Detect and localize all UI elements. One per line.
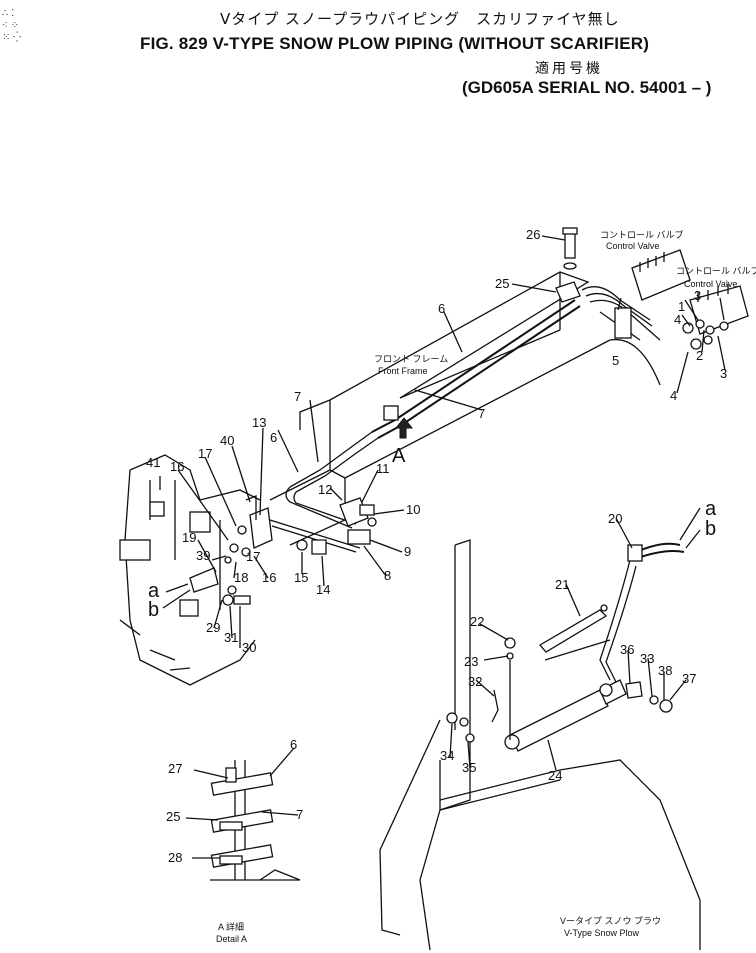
washer-29 — [227, 585, 237, 595]
connector-a-right: a — [705, 498, 717, 520]
snow-plow-label: V-Type Snow Plow — [564, 928, 640, 938]
detail-a-view — [210, 760, 301, 881]
part-number: 7 — [478, 406, 485, 421]
fitting-22 — [504, 637, 516, 649]
control-valve-label-2: Control Valve — [684, 279, 737, 289]
part-number: 36 — [620, 642, 634, 657]
block-13 — [249, 507, 273, 549]
part-number: 3 — [720, 366, 727, 381]
tube-6-7 — [269, 299, 581, 553]
diagram-header: Vタイプ スノープラウパイピング スカリファイヤ無し FIG. 829 V-TY… — [0, 0, 756, 110]
part-number: 32 — [468, 674, 482, 689]
part-number: 29 — [206, 620, 220, 635]
part-number: 30 — [242, 640, 256, 655]
part-number: 33 — [640, 651, 654, 666]
part-number: 20 — [608, 511, 622, 526]
part-number: 18 — [234, 570, 248, 585]
callout-labels: コントロール バルブ Control Valve コントロール バルブ Cont… — [148, 229, 756, 944]
part-number: 19 — [182, 530, 196, 545]
part-number: 28 — [168, 850, 182, 865]
arrow-a-icon — [394, 417, 414, 439]
front-frame-label: Front Frame — [378, 366, 428, 376]
part-number: 13 — [252, 415, 266, 430]
control-valve-jp-label-2: コントロール バルブ — [676, 265, 756, 276]
part-number: 8 — [384, 568, 391, 583]
hose-21 — [538, 609, 608, 653]
control-valve-assembly — [555, 227, 749, 350]
connector-b-right: b — [705, 518, 716, 540]
part-number: 4 — [674, 312, 681, 327]
detail-a-jp-label: A 詳細 — [218, 921, 244, 932]
leader-lines — [159, 235, 726, 859]
part-number: 21 — [555, 577, 569, 592]
connector-a-left: a — [148, 580, 160, 602]
part-number: 34 — [440, 748, 454, 763]
clamp-25 — [555, 281, 581, 303]
hose-20 — [627, 544, 643, 562]
part-number: 2 — [696, 348, 703, 363]
part-number: 41 — [146, 455, 160, 470]
part-number: 14 — [316, 582, 330, 597]
part-number: 16 — [262, 570, 276, 585]
front-frame-jp-label: フロント フレーム — [374, 354, 448, 364]
part-number: 35 — [462, 760, 476, 775]
clamp-view-a — [383, 405, 414, 439]
part-number: 6 — [438, 301, 445, 316]
part-number: 6 — [270, 430, 277, 445]
serial-range: (GD605A SERIAL NO. 54001 – ) — [462, 78, 712, 97]
part-number: 16 — [170, 459, 184, 474]
view-a-label: A — [392, 445, 406, 467]
bolt-14 — [311, 539, 327, 555]
title-japanese: Vタイプ スノープラウパイピング スカリファイヤ無し — [220, 10, 620, 28]
part-number: 39 — [196, 548, 210, 563]
part-number: 25 — [495, 276, 509, 291]
v-type-snow-plow — [379, 539, 701, 951]
part-number: 9 — [404, 544, 411, 559]
margin-marks: ∴ ⁚⁖ ⁘⁙ ⁛ — [2, 8, 22, 43]
hose-block-5 — [614, 307, 632, 339]
figure-title: FIG. 829 V-TYPE SNOW PLOW PIPING (WITHOU… — [140, 34, 650, 53]
part-number: 31 — [224, 630, 238, 645]
detail-a-label: Detail A — [216, 934, 247, 944]
part-number: 7 — [294, 389, 301, 404]
part-number: 11 — [376, 461, 390, 476]
control-valve-jp-label: コントロール バルブ — [600, 229, 684, 240]
part-number: 1 — [678, 299, 685, 314]
connector-b-left: b — [148, 599, 159, 621]
part-number: 40 — [220, 433, 234, 448]
elbow-8 — [347, 529, 371, 545]
part-number: 37 — [682, 671, 696, 686]
part-number: 15 — [294, 570, 308, 585]
bolt-26 — [564, 231, 576, 259]
part-number: 23 — [464, 654, 478, 669]
snow-plow-jp-label: Vータイプ スノウ プラウ — [560, 916, 661, 926]
part-number: 17 — [246, 549, 260, 564]
part-number: 26 — [526, 227, 540, 242]
part-number: 22 — [470, 614, 484, 629]
part-number: 10 — [406, 502, 420, 517]
part-number: 17 — [198, 446, 212, 461]
pin-36 — [625, 681, 643, 699]
part-number: 25 — [166, 809, 180, 824]
part-number: 6 — [290, 737, 297, 752]
control-valve-label: Control Valve — [606, 241, 659, 251]
part-number: 5 — [612, 353, 619, 368]
machine-body — [119, 454, 377, 686]
part-number: 3 — [694, 288, 701, 303]
part-number: 38 — [658, 663, 672, 678]
part-number: 7 — [296, 807, 303, 822]
part-number: 4 — [670, 388, 677, 403]
part-number: 24 — [548, 768, 562, 783]
washer-15 — [296, 539, 308, 551]
part-number: 27 — [168, 761, 182, 776]
part-number-labels: 1 2 3 3 4 4 5 6 6 6 7 7 7 8 9 10 11 12 1… — [146, 227, 727, 865]
nut-37 — [659, 699, 673, 713]
part-number: 12 — [318, 482, 332, 497]
cylinder-24 — [509, 689, 609, 752]
serial-japanese: 適用号機 — [535, 61, 603, 77]
